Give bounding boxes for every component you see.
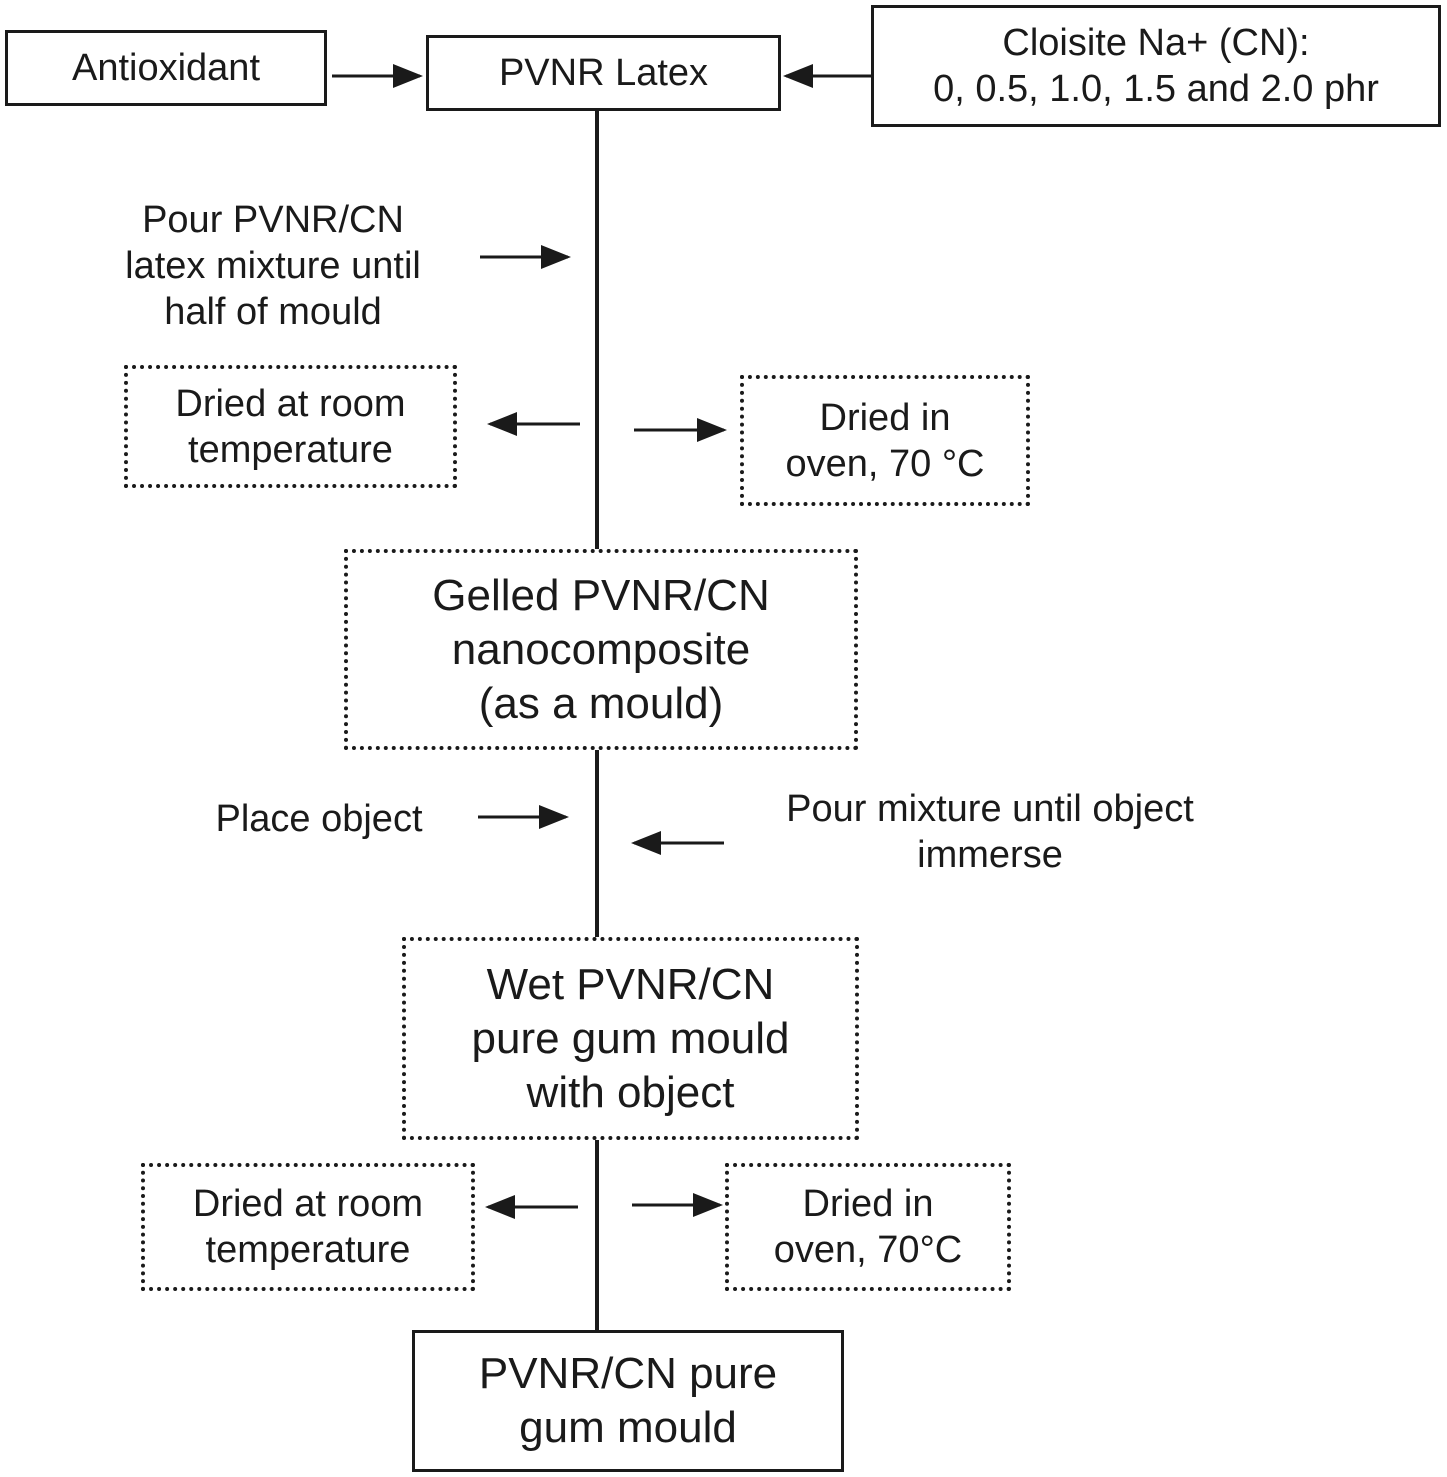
final-product-line-1: PVNR/CN pure <box>478 1349 778 1398</box>
pour-half-line-2: latex mixture until <box>125 245 421 287</box>
oven-dry-box-2: Dried in oven, 70°C <box>725 1163 1011 1291</box>
place-object-step-label: Place object <box>184 796 454 842</box>
pour-half-step-label: Pour PVNR/CN latex mixture until half of… <box>92 197 454 335</box>
wet-mould-line-3: with object <box>526 1067 735 1117</box>
cloisite-label-line-2: 0, 0.5, 1.0, 1.5 and 2.0 phr <box>933 68 1379 110</box>
antioxidant-label: Antioxidant <box>71 47 260 89</box>
oven-dry-2-line-1: Dried in <box>802 1183 934 1225</box>
room-dry-2-line-1: Dried at room <box>192 1183 424 1225</box>
wet-mould-line-1: Wet PVNR/CN <box>486 959 775 1009</box>
place-object-line-1: Place object <box>215 798 423 840</box>
oven-dry-1-line-2: oven, 70 °C <box>785 442 985 485</box>
oven-dry-2-line-2: oven, 70°C <box>773 1229 963 1271</box>
room-temp-dry-box-1: Dried at room temperature <box>124 365 457 488</box>
pvnr-latex-label: PVNR Latex <box>498 52 709 94</box>
room-temp-dry-box-2: Dried at room temperature <box>141 1163 475 1291</box>
pour-half-line-3: half of mould <box>164 291 382 333</box>
pour-immerse-line-1: Pour mixture until object <box>786 788 1194 830</box>
pour-immerse-line-2: immerse <box>917 834 1063 876</box>
room-dry-1-line-1: Dried at room <box>175 382 406 425</box>
oven-dry-box-1: Dried in oven, 70 °C <box>740 375 1030 506</box>
pour-immerse-step-label: Pour mixture until object immerse <box>752 786 1228 878</box>
wet-mould-box: Wet PVNR/CN pure gum mould with object <box>402 937 859 1140</box>
gelled-mould-line-1: Gelled PVNR/CN <box>432 570 770 620</box>
pour-half-line-1: Pour PVNR/CN <box>142 199 404 241</box>
oven-dry-1-line-1: Dried in <box>819 396 951 439</box>
wet-mould-line-2: pure gum mould <box>471 1013 790 1063</box>
antioxidant-box: Antioxidant <box>5 30 327 106</box>
gelled-mould-box: Gelled PVNR/CN nanocomposite (as a mould… <box>344 549 858 750</box>
final-product-line-2: gum mould <box>519 1403 737 1452</box>
gelled-mould-line-3: (as a mould) <box>478 678 724 728</box>
cloisite-box: Cloisite Na+ (CN): 0, 0.5, 1.0, 1.5 and … <box>871 5 1441 127</box>
room-dry-1-line-2: temperature <box>188 428 393 471</box>
pvnr-latex-box: PVNR Latex <box>426 35 781 111</box>
gelled-mould-line-2: nanocomposite <box>451 624 751 674</box>
room-dry-2-line-2: temperature <box>205 1229 411 1271</box>
final-product-box: PVNR/CN pure gum mould <box>412 1330 844 1472</box>
cloisite-label-line-1: Cloisite Na+ (CN): <box>1002 22 1310 64</box>
